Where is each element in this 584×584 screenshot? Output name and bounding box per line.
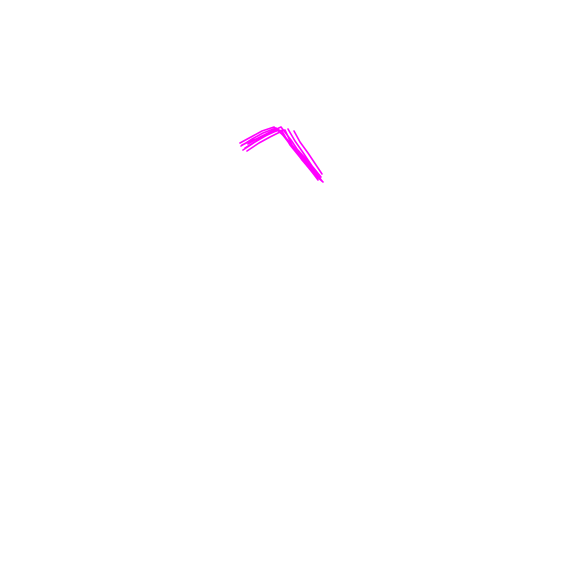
scribble-stroke: [247, 126, 317, 172]
magenta-scribble: [239, 126, 324, 183]
scribble-stroke: [239, 126, 318, 177]
scribble-stroke: [246, 130, 318, 179]
scribble-stroke: [287, 128, 322, 178]
scribble-stroke: [293, 130, 323, 175]
